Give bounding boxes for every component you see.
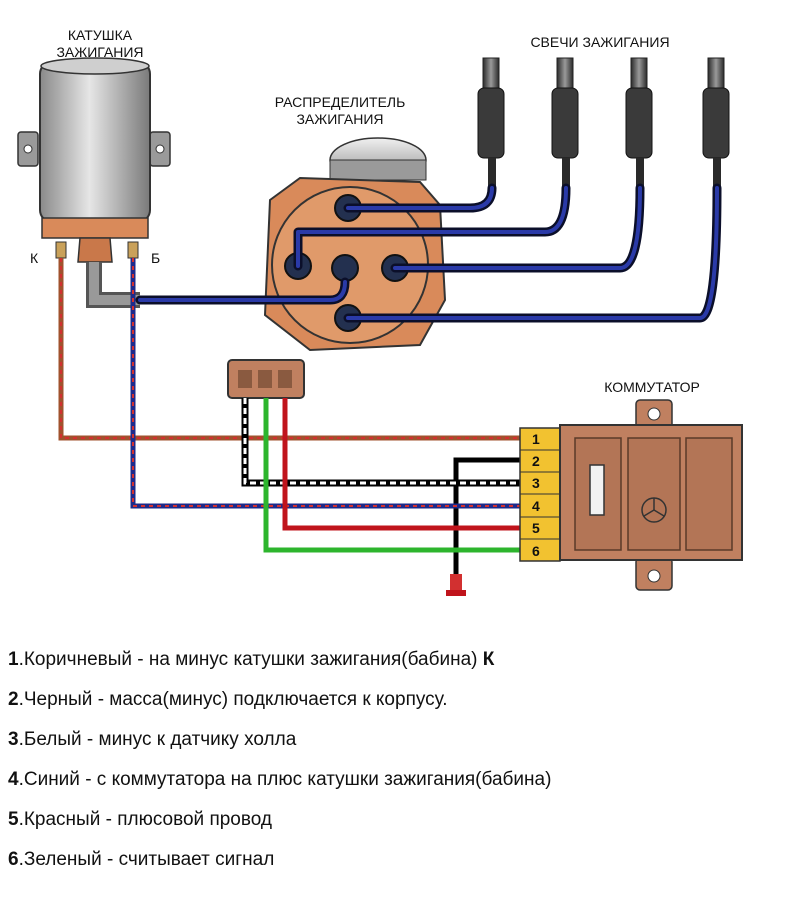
pin-6-label: 6 [532, 543, 540, 559]
legend-number: 1 [8, 649, 19, 670]
spark-plug-3 [625, 57, 653, 188]
legend-number: 3 [8, 729, 19, 750]
switch-connector: 1 2 3 4 5 6 [519, 427, 561, 562]
pin-5-label: 5 [532, 520, 540, 536]
coil-terminal-k-label: К [30, 250, 39, 266]
legend-item-6: 6.Зеленый - считывает сигнал [8, 840, 798, 880]
legend-text: .Коричневый - на минус катушки зажигания… [18, 649, 483, 670]
wiring-diagram: КАТУШКА ЗАЖИГАНИЯ РАСПРЕДЕЛИТЕЛЬ ЗАЖИГАН… [17, 27, 743, 596]
legend-item-5: 5.Красный - плюсовой провод [8, 800, 798, 840]
legend-text: .Зеленый - считывает сигнал [18, 849, 275, 870]
distributor-label-line2: ЗАЖИГАНИЯ [296, 111, 383, 127]
pin-1-label: 1 [532, 431, 540, 447]
legend-item-4: 4.Синий - с коммутатора на плюс катушки … [8, 760, 798, 800]
spark-plugs-label: СВЕЧИ ЗАЖИГАНИЯ [530, 34, 669, 50]
ignition-coil [17, 57, 171, 308]
spark-plug-1 [477, 57, 505, 188]
legend-text: .Белый - минус к датчику холла [18, 729, 297, 750]
legend-number: 4 [8, 769, 19, 790]
spark-plug-4 [702, 57, 730, 188]
legend-number: 5 [8, 809, 19, 830]
coil-label-line1: КАТУШКА [68, 27, 133, 43]
legend-text: .Красный - плюсовой провод [18, 809, 272, 830]
legend-item-3: 3.Белый - минус к датчику холла [8, 720, 798, 760]
legend-number: 6 [8, 849, 19, 870]
switch-label: КОММУТАТОР [604, 379, 700, 395]
legend-terminal: К [482, 649, 495, 670]
legend-item-1: 1.Коричневый - на минус катушки зажигани… [8, 640, 798, 680]
wire-legend: 1.Коричневый - на минус катушки зажигани… [8, 640, 798, 880]
pin-4-label: 4 [532, 498, 540, 514]
legend-number: 2 [8, 689, 19, 710]
low-voltage-wires [58, 258, 520, 590]
legend-text: .Черный - масса(минус) подключается к ко… [18, 689, 448, 710]
ground-symbol [446, 574, 466, 596]
coil-label-line2: ЗАЖИГАНИЯ [56, 44, 143, 60]
spark-plugs [477, 57, 730, 188]
high-voltage-leads [135, 183, 722, 323]
hall-sensor-connector [227, 359, 305, 399]
pin-2-label: 2 [532, 453, 540, 469]
coil-terminal-b-label: Б [151, 250, 160, 266]
legend-text: .Синий - с коммутатора на плюс катушки з… [18, 769, 552, 790]
distributor-label-line1: РАСПРЕДЕЛИТЕЛЬ [275, 94, 406, 110]
legend-item-2: 2.Черный - масса(минус) подключается к к… [8, 680, 798, 720]
pin-3-label: 3 [532, 475, 540, 491]
ignition-switch-module [559, 399, 743, 591]
spark-plug-2 [551, 57, 579, 188]
